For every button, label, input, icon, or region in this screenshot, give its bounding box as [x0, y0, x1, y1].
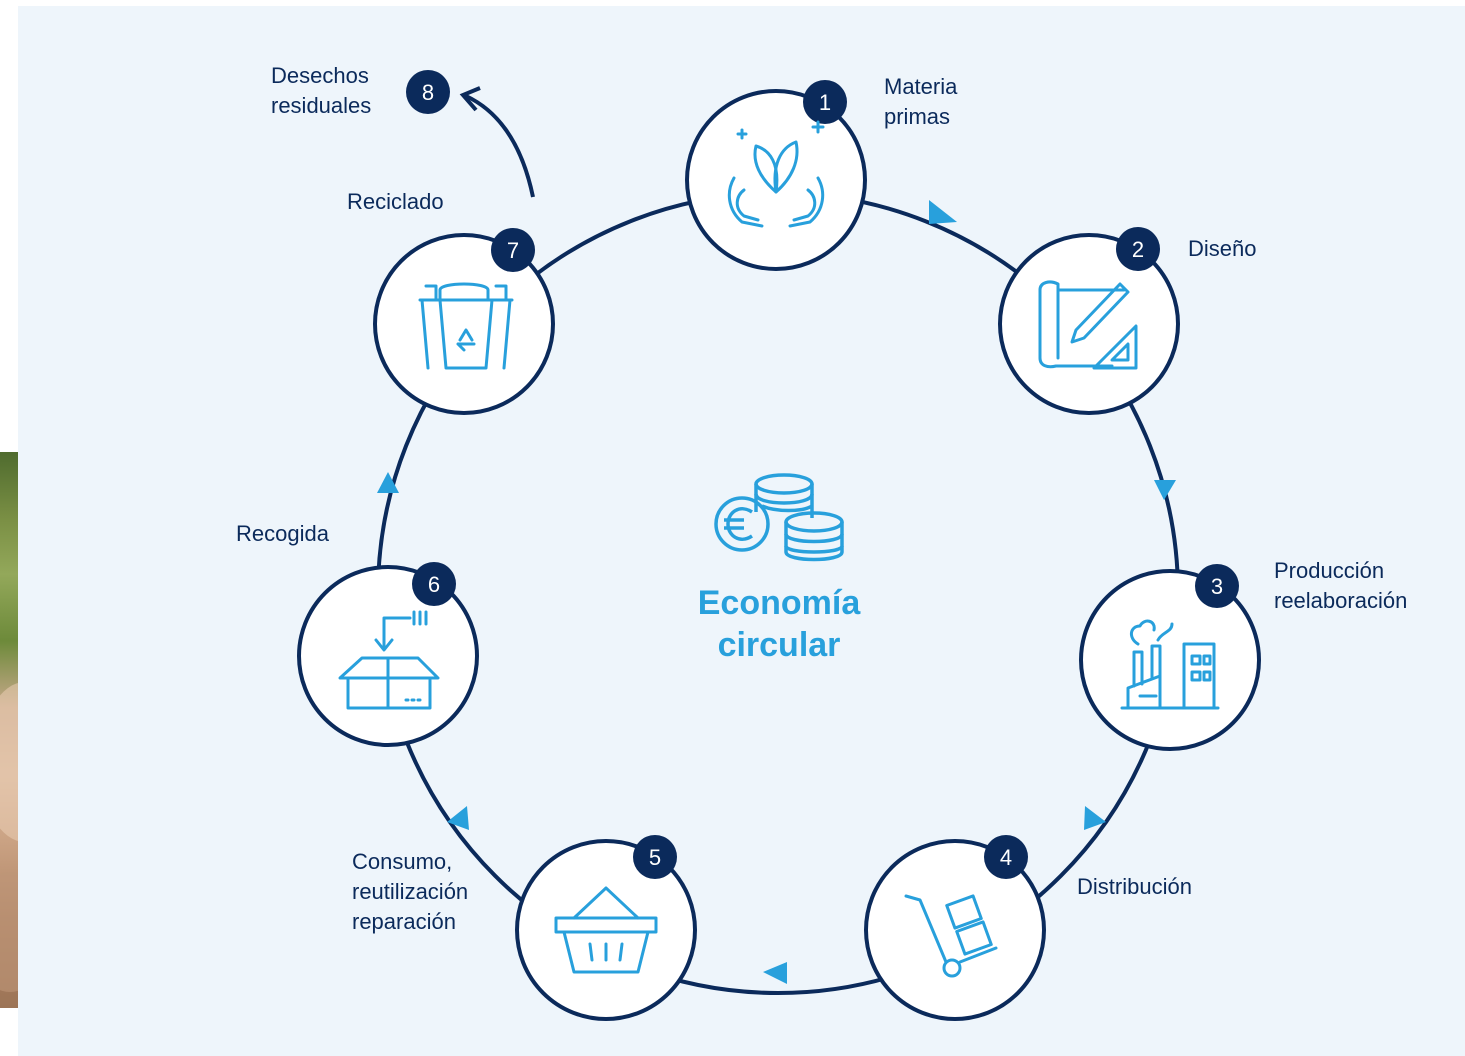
badge-1: [803, 80, 847, 124]
exit-arrow-icon: [465, 94, 535, 198]
badge-6: [412, 562, 456, 606]
badge-number-8: 8: [422, 80, 434, 105]
step-label-2: Diseño: [1188, 236, 1257, 261]
badge-number-3: 3: [1211, 574, 1223, 599]
arrow-2-3: [1154, 480, 1176, 500]
node-circle-7: [373, 233, 555, 415]
badge-8: [406, 70, 450, 114]
node-circle-5: [515, 839, 697, 1021]
badge-3: [1195, 564, 1239, 608]
exit-arrowhead: [459, 86, 481, 112]
blueprint-pencil-icon: [1038, 280, 1138, 370]
node-circle-6: [297, 565, 479, 747]
step-label-7: Reciclado: [347, 189, 444, 214]
leaf-hands-icon: [727, 120, 825, 228]
badge-2: [1116, 227, 1160, 271]
step-label-5: Consumo, reutilización reparación: [352, 849, 469, 934]
shopping-basket-icon: [554, 886, 658, 974]
badge-number-1: 1: [819, 90, 831, 115]
arrow-5-6: [447, 806, 469, 830]
step-label-8: Desechos residuales: [271, 63, 372, 118]
arrow-4-5: [763, 962, 787, 984]
step-label-4: Distribución: [1077, 874, 1192, 899]
node-circle-4: [864, 839, 1046, 1021]
step-label-3: Producción reelaboración: [1274, 558, 1408, 613]
badge-number-5: 5: [649, 845, 661, 870]
step-label-1: Materia primas: [884, 74, 958, 129]
step-label-6: Recogida: [236, 521, 329, 546]
hand-truck-icon: [904, 894, 998, 978]
factory-icon: [1120, 619, 1220, 710]
badge-7: [491, 228, 535, 272]
arrow-3-4: [1084, 806, 1106, 830]
badge-4: [984, 835, 1028, 879]
center-title: Economía circular: [697, 584, 861, 664]
arrow-6-7: [377, 472, 399, 493]
euro-coins-icon: [714, 473, 844, 562]
collection-box-icon: [338, 610, 440, 710]
direction-arrows: [377, 200, 1176, 984]
badge-number-6: 6: [428, 572, 440, 597]
badge-number-4: 4: [1000, 845, 1012, 870]
badge-number-7: 7: [507, 238, 519, 263]
badge-5: [633, 835, 677, 879]
badge-number-2: 2: [1132, 237, 1144, 262]
recycling-bins-icon: [418, 282, 514, 370]
arrow-1-2: [929, 200, 957, 224]
